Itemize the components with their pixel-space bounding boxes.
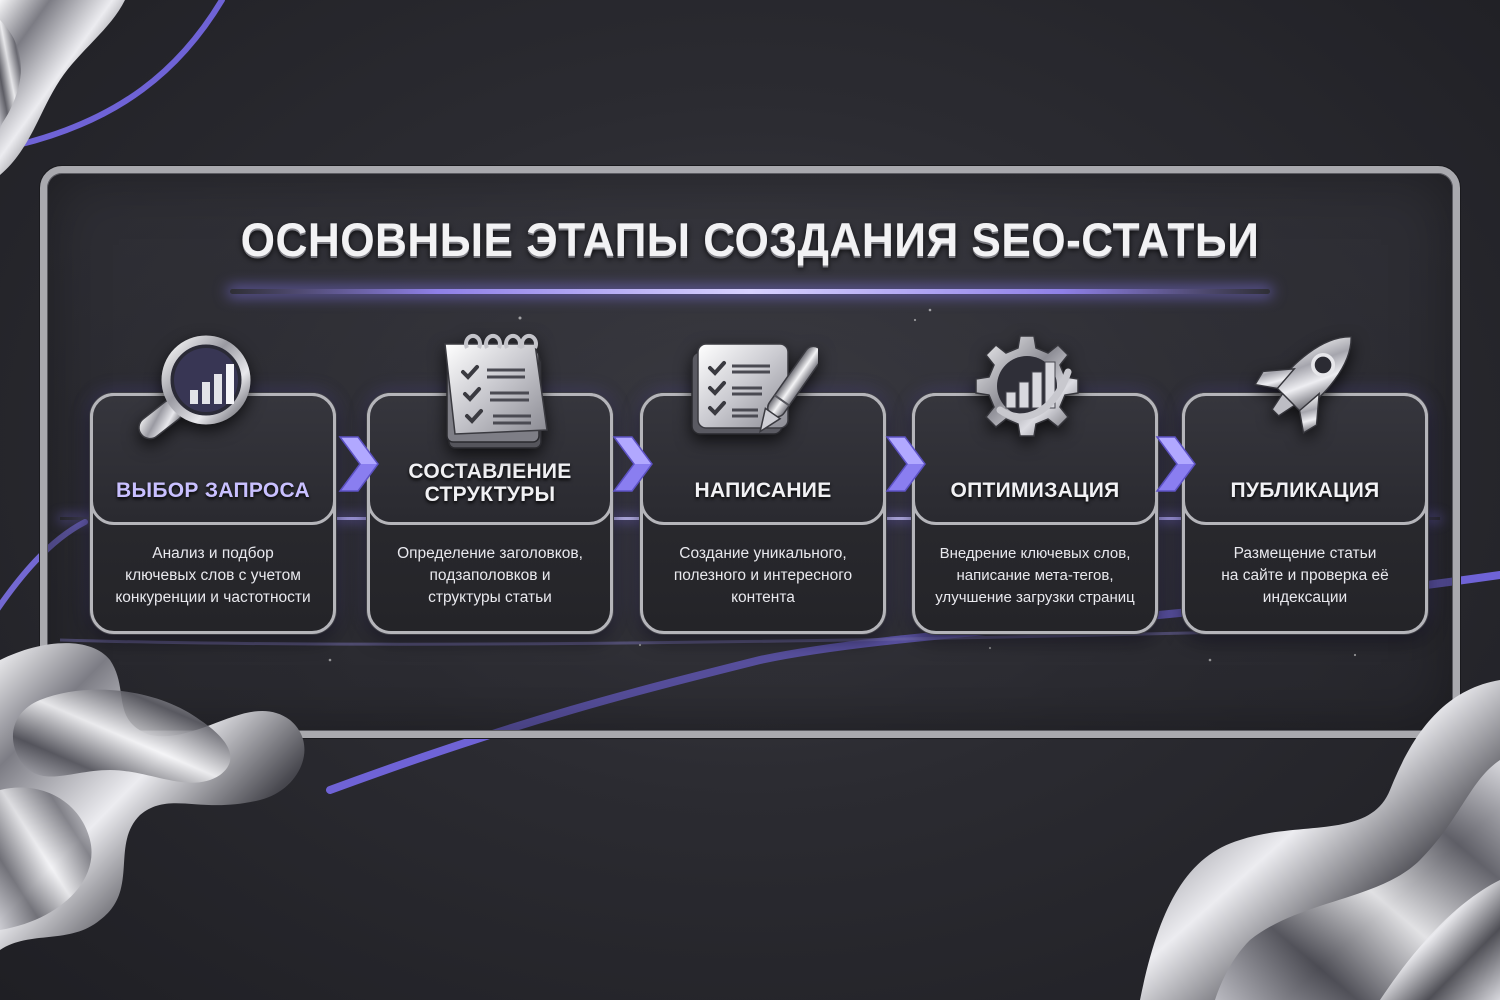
gear-chart-icon (975, 335, 1079, 437)
notepad-checklist-icon (444, 333, 548, 449)
step-title: НАПИСАНИЕ (694, 479, 832, 502)
step-card-keyword-selection: ВЫБОР ЗАПРОСА Анализ и подбор ключевых с… (90, 393, 336, 634)
step-title: СОСТАВЛЕНИЕ СТРУКТУРЫ (408, 460, 572, 506)
step-card-publication: ПУБЛИКАЦИЯ Размещение статьи на сайте и … (1182, 393, 1428, 634)
clipboard-pen-icon (691, 343, 818, 435)
step-description: Создание уникального, полезного и интере… (673, 545, 853, 606)
step-title: ПУБЛИКАЦИЯ (1230, 479, 1380, 502)
chevron-right-icon (338, 436, 379, 492)
step-description: Определение заголовков, подзаполовков и … (397, 545, 583, 606)
step-description: Внедрение ключевых слов, написание мета-… (935, 545, 1135, 606)
step-card-writing: НАПИСАНИЕ Создание уникального, полезног… (640, 393, 886, 634)
step-header: ПУБЛИКАЦИЯ (1182, 393, 1428, 525)
chevron-right-icon (612, 436, 653, 492)
step-description: Размещение статьи на сайте и проверка её… (1221, 545, 1389, 606)
magnifier-chart-icon (138, 335, 251, 440)
chevron-right-icon (1155, 436, 1196, 492)
step-title: ВЫБОР ЗАПРОСА (116, 479, 310, 502)
step-description: Анализ и подбор ключевых слов с учетом к… (115, 545, 311, 606)
rocket-icon (1254, 336, 1352, 434)
step-title: ОПТИМИЗАЦИЯ (950, 479, 1120, 502)
chevron-right-icon (885, 436, 926, 492)
page-title: ОСНОВНЫЕ ЭТАПЫ СОЗДАНИЯ SEO-СТАТЬИ (240, 213, 1260, 266)
title-glow-divider (230, 289, 1270, 294)
